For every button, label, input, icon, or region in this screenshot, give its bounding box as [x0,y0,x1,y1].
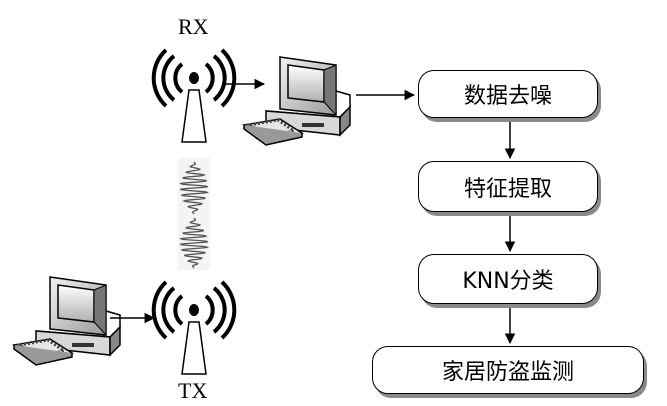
step-home-security-monitoring: 家居防盗监测 [372,346,644,394]
tx-computer-icon [12,276,121,366]
rx-antenna-icon [151,48,237,143]
step-denoise: 数据去噪 [418,70,598,118]
rx-computer-icon [242,56,351,146]
rx-label: RX [178,14,209,39]
signal-waveform-icon [178,158,210,270]
step-feature-extraction: 特征提取 [418,161,598,212]
tx-antenna-icon [151,280,237,375]
step-knn-classification: KNN分类 [418,254,598,304]
tx-label: TX [178,378,208,403]
